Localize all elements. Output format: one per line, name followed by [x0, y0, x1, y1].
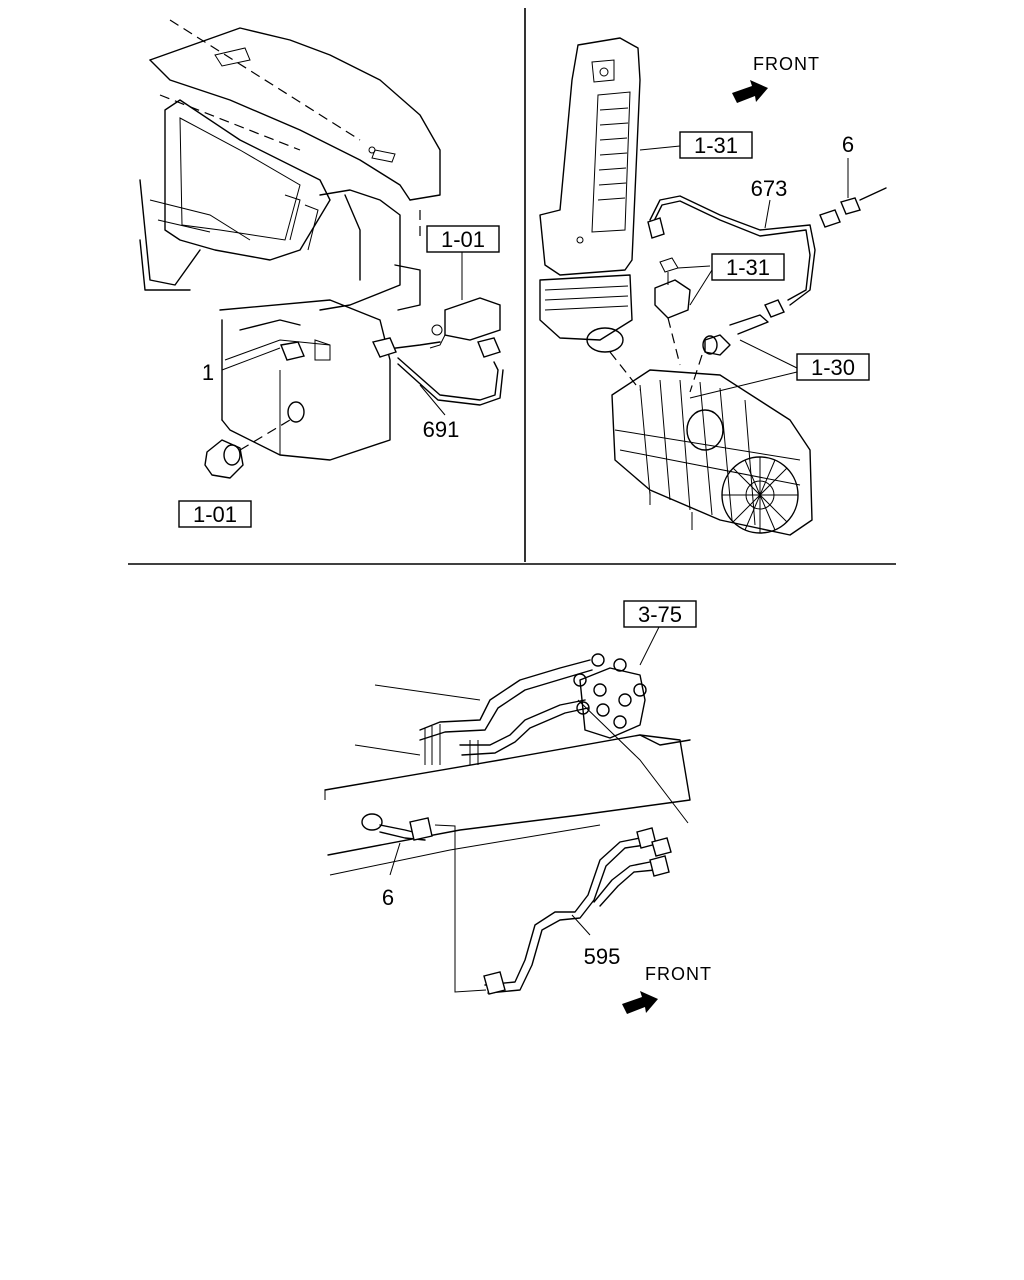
callout-plug-1-01: 1-01 [178, 500, 252, 528]
callout-sensor-1-30: 1-30 [796, 353, 870, 381]
harness-label-673: 673 [751, 176, 788, 201]
front-label: FRONT [645, 964, 712, 984]
front-arrow-icon [622, 991, 658, 1014]
callout-label: 1-30 [811, 355, 855, 380]
harness-label-595: 595 [584, 944, 621, 969]
air-cleaner-panel [539, 37, 887, 536]
callout-sensor-1-31-lower: 1-31 [711, 253, 785, 281]
frame-harness-panel [324, 624, 691, 995]
dashboard-panel [139, 19, 504, 479]
callout-label: 1-31 [694, 133, 738, 158]
harness-label-6-top: 6 [842, 132, 854, 157]
harness-label-6-bottom: 6 [382, 885, 394, 910]
front-indicator-top: FRONT [732, 54, 820, 103]
callout-label: 3-75 [638, 602, 682, 627]
callout-modulator-3-75: 3-75 [623, 600, 697, 628]
callout-label: 1-01 [193, 502, 237, 527]
callout-label: 1-01 [441, 227, 485, 252]
front-arrow-icon [732, 80, 768, 103]
harness-label-691: 691 [423, 417, 460, 442]
callout-switch-1-01: 1-01 [426, 225, 500, 253]
callout-sensor-1-31-upper: 1-31 [679, 131, 753, 159]
harness-label-1: 1 [202, 360, 214, 385]
front-label: FRONT [753, 54, 820, 74]
front-indicator-bottom: FRONT [622, 964, 712, 1014]
callout-label: 1-31 [726, 255, 770, 280]
